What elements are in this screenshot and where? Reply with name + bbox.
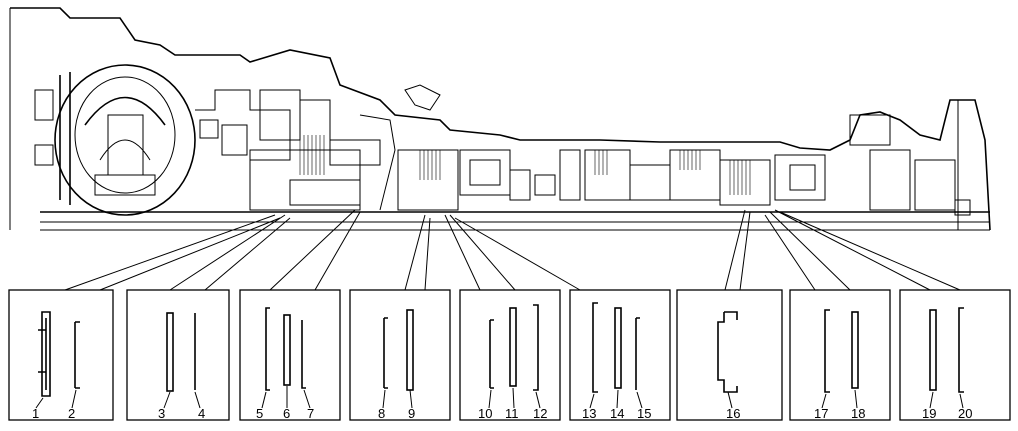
part-label-3: 3: [158, 406, 165, 421]
part-label-17: 17: [814, 406, 828, 421]
part-label-10: 10: [478, 406, 492, 421]
part-label-11: 11: [505, 406, 519, 421]
part-label-1: 1: [32, 406, 39, 421]
detail-panel-4: 8 9: [349, 289, 451, 421]
detail-panel-3: 5 6 7: [239, 289, 341, 421]
detail-panel-5: 10 11 12: [459, 289, 561, 421]
part-label-8: 8: [378, 406, 385, 421]
part-label-12: 12: [533, 406, 547, 421]
detail-panel-1: 1 2: [8, 289, 114, 421]
leader-lines: [64, 209, 961, 291]
detail-panel-6: 13 14 15: [569, 289, 671, 421]
part-label-14: 14: [610, 406, 624, 421]
part-label-15: 15: [637, 406, 651, 421]
part-label-16: 16: [726, 406, 740, 421]
part-label-9: 9: [408, 406, 415, 421]
part-label-7: 7: [307, 406, 314, 421]
part-label-4: 4: [198, 406, 205, 421]
detail-panel-7: 16: [676, 289, 783, 421]
part-label-5: 5: [256, 406, 263, 421]
part-label-2: 2: [68, 406, 75, 421]
part-label-13: 13: [582, 406, 596, 421]
part-label-6: 6: [283, 406, 290, 421]
transmission-cross-section: [9, 7, 991, 231]
detail-panel-2: 3 4: [126, 289, 230, 421]
part-label-18: 18: [851, 406, 865, 421]
part-label-20: 20: [958, 406, 972, 421]
part-label-19: 19: [922, 406, 936, 421]
detail-panel-8: 17 18: [789, 289, 891, 421]
detail-panel-9: 19 20: [899, 289, 1011, 421]
